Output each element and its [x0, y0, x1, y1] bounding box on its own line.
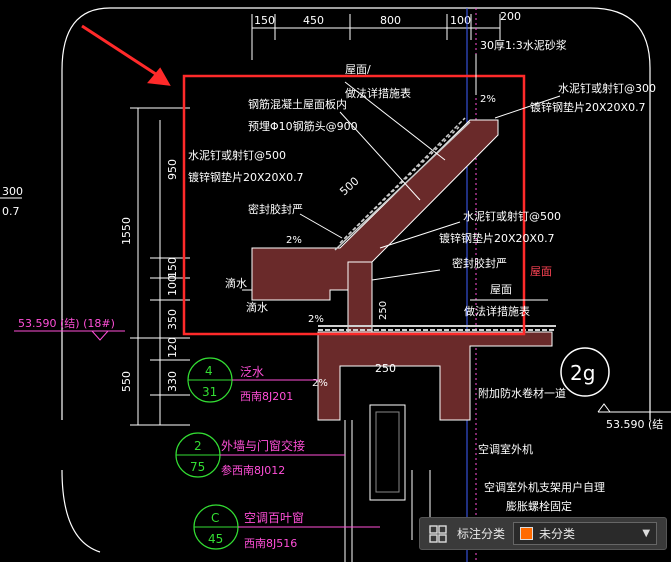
note-zuofa-top: 做法详措施表 [345, 86, 411, 100]
annotation-category-select[interactable]: 未分类 ▼ [513, 522, 658, 545]
callout-1-ref: 西南8J201 [240, 390, 293, 403]
note-nail-left-2: 镀锌钢垫片20X20X0.7 [188, 170, 304, 184]
elevation-left-mark [14, 330, 125, 341]
note-nail-mid-2: 镀锌钢垫片20X20X0.7 [439, 231, 555, 245]
callout-3-bottom: 45 [208, 532, 223, 546]
callout-2-bottom: 75 [190, 460, 205, 474]
pointer-arrow [81, 24, 171, 86]
svg-text:2g: 2g [570, 361, 595, 385]
dim-top-150: 150 [254, 14, 275, 27]
elevation-right-mark [597, 403, 671, 413]
note-nail-top-right-1: 水泥钉或射钉@300 [558, 81, 656, 95]
note-ac-unit: 空调室外机 [478, 442, 533, 456]
waterproof-layer [318, 325, 556, 331]
axis-lines [466, 8, 477, 562]
note-anchor-bolt: 膨胀螺栓固定 [506, 499, 572, 513]
note-rc-slab: 钢筋混凝土屋面板内 [248, 97, 347, 111]
note-cement-mortar: 30厚1:3水泥砂浆 [480, 38, 567, 52]
dim-left-330: 330 [166, 371, 179, 392]
dim-left-1550: 1550 [120, 217, 133, 245]
annotation-category-toolbar: 标注分类 未分类 ▼ [419, 517, 667, 550]
note-drip-1: 滴水 [225, 276, 247, 290]
left-dimensions [130, 107, 190, 426]
detail-tag: 2g [560, 347, 610, 397]
frame-outline [61, 7, 651, 553]
callout-2-ref: 参西南8J012 [221, 463, 285, 477]
note-nail-top-right-2: 镀锌钢垫片20X20X0.7 [530, 100, 646, 114]
slope-2pct-d: 2% [480, 94, 496, 105]
callout-3-ref: 西南8J516 [244, 537, 297, 550]
slope-2pct-a: 2% [286, 235, 302, 246]
dim-top-200: 200 [500, 10, 521, 23]
elevation-left: 53.590 (结) (18#) [18, 317, 115, 330]
note-nail-mid-1: 水泥钉或射钉@500 [463, 209, 561, 223]
callout-1-bottom: 31 [202, 385, 217, 399]
note-sealant-left: 密封胶封严 [248, 202, 303, 216]
top-dimensions [251, 14, 501, 60]
dim-top-450: 450 [303, 14, 324, 27]
note-zuofa-mid: 做法详措施表 [464, 304, 530, 318]
callout-3-top: C [211, 511, 219, 525]
callout-2-top: 2 [194, 439, 202, 453]
note-drip-2: 滴水 [246, 300, 268, 314]
category-color-swatch [520, 527, 534, 540]
dim-left-950: 950 [166, 159, 179, 180]
roof-tiles [334, 117, 471, 251]
dim-slope-500: 500 [337, 175, 361, 199]
callout-3: C 45 空调百叶窗 西南8J516 [193, 504, 380, 550]
annotation-grid-icon[interactable] [425, 521, 451, 547]
leader-lines [242, 54, 561, 301]
callout-1: 4 31 泛水 西南8J201 [187, 357, 318, 403]
note-roof-red: 屋面 [530, 265, 552, 278]
note-nail-left-1: 水泥钉或射钉@500 [188, 148, 286, 162]
annotation-category-label: 标注分类 [457, 527, 506, 541]
elevation-right: 53.590 (结 [606, 418, 663, 431]
dim-left-350: 350 [166, 309, 179, 330]
note-embed-bar: 预埋Φ10钢筋头@900 [248, 119, 358, 133]
section-concrete [251, 119, 553, 421]
dim-top-800: 800 [380, 14, 401, 27]
dim-left-550: 550 [120, 371, 133, 392]
note-sealant-mid: 密封胶封严 [452, 256, 507, 270]
wall-lines [344, 404, 431, 562]
callout-2: 2 75 外墙与门窗交接 参西南8J012 [175, 432, 345, 478]
slope-2pct-c: 2% [312, 378, 328, 389]
callout-1-title: 泛水 [240, 365, 264, 379]
chevron-down-icon: ▼ [642, 528, 651, 539]
callout-1-top: 4 [205, 364, 213, 378]
category-selected-value: 未分类 [539, 527, 576, 541]
edge-text-07: 0.7 [2, 205, 20, 218]
dim-left-100: 100 [166, 275, 179, 296]
dim-top-100: 100 [450, 14, 471, 27]
note-ac-bracket: 空调室外机支架用户自理 [484, 480, 605, 494]
edge-text-300: 300 [2, 185, 23, 198]
note-wumian-mid: 屋面 [490, 283, 512, 296]
note-wumian-top: 屋面/ [345, 63, 371, 76]
highlight-box [182, 74, 526, 336]
note-waterproof: 附加防水卷材一道 [478, 386, 566, 400]
slope-2pct-b: 2% [308, 314, 324, 325]
dim-250-vertical: 250 [378, 301, 389, 320]
dim-250-bottom: 250 [375, 362, 396, 375]
dim-left-150: 150 [166, 257, 179, 278]
callout-3-title: 空调百叶窗 [244, 511, 304, 525]
dim-left-120: 120 [166, 337, 179, 358]
callout-2-title: 外墙与门窗交接 [221, 438, 305, 453]
